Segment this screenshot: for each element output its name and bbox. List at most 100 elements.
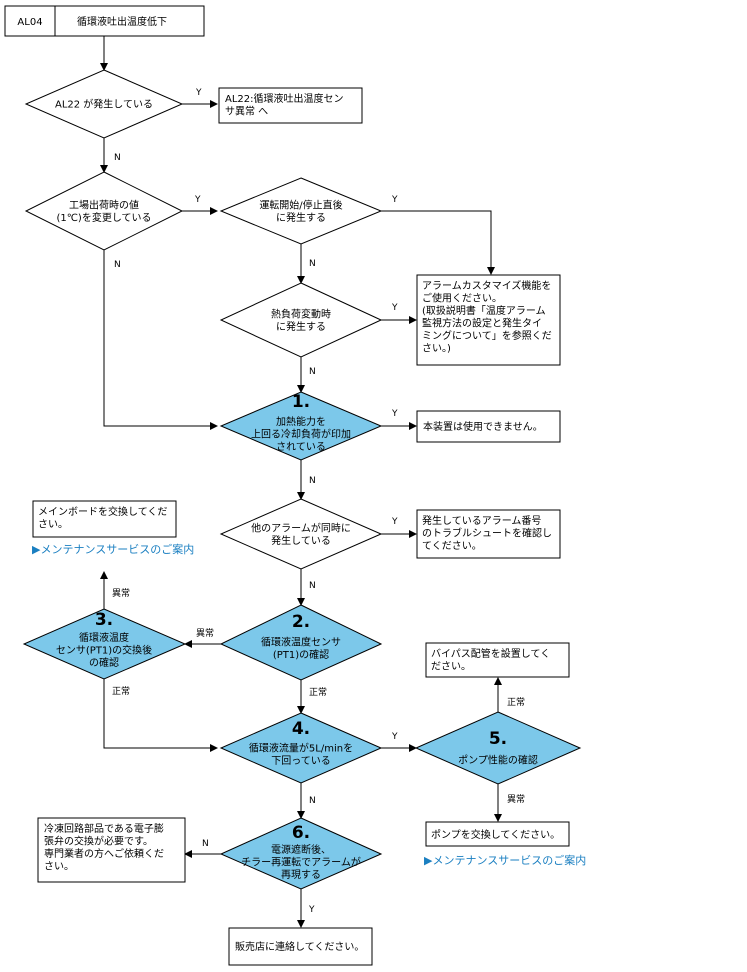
text-line: 循環液流量が5L/minを: [249, 741, 353, 754]
pump-replace-box: [425, 821, 570, 847]
alarm-title: 循環液吐出温度低下: [77, 15, 167, 28]
text-line: のトラブルシュートを確認し: [422, 527, 552, 540]
text-line: 本装置は使用できません。: [423, 420, 543, 433]
decision-al22-text: AL22 が発生している: [55, 98, 153, 111]
text-line: 冷凍回路部品である電子膨: [44, 822, 164, 835]
mainboard-box: [32, 500, 177, 538]
text-line: に発生する: [276, 211, 326, 224]
decision-factory-value: [24, 171, 184, 251]
text-line: てください。: [422, 540, 482, 552]
text-line: チラー再運転でアラームが: [241, 856, 361, 869]
custom-alarm-box: [416, 274, 561, 366]
connectors: [100, 36, 502, 928]
text-line: ご使用ください。: [422, 292, 502, 305]
label-abnormal-step2: 異常: [196, 627, 214, 639]
pump-replace-text: ポンプを交換してください。: [431, 828, 560, 841]
dealer-box: [228, 927, 373, 966]
text-line: 他のアラームが同時に: [251, 521, 351, 534]
text-line: さい。: [44, 861, 74, 873]
label-normal-step3: 正常: [112, 685, 130, 697]
step-2-diamond: [219, 604, 383, 681]
label-n-start: N: [309, 259, 316, 269]
label-n-al22: N: [114, 153, 121, 163]
dealer-text: 販売店に連絡してください。: [235, 940, 364, 953]
step-1-diamond: [219, 391, 383, 461]
text-line: 工場出荷時の値: [69, 198, 139, 211]
label-n-step6: N: [202, 839, 209, 849]
text-line: 再現する: [281, 869, 321, 881]
label-normal-step5: 正常: [507, 696, 525, 708]
label-abnormal-step5: 異常: [507, 793, 525, 805]
maintenance-service-link-2[interactable]: ▶メンテナンスサービスのご案内: [424, 853, 586, 867]
label-n-heat: N: [309, 367, 316, 377]
text-line: 上回る冷却負荷が印加: [251, 428, 351, 441]
cannot-use-text: 本装置は使用できません。: [423, 420, 543, 433]
step-1-number: 1.: [292, 392, 310, 412]
text-line: 監視方法の設定と発生タイ: [422, 317, 542, 330]
text-line: (1℃)を変更している: [56, 211, 151, 224]
label-y-al22: Y: [195, 88, 202, 98]
cannot-use-box: [416, 410, 561, 443]
text-line: (取扱説明書「温度アラーム: [422, 304, 546, 317]
decision-al22: [24, 69, 184, 139]
decision-start-stop: [219, 177, 383, 245]
text-line: さい。): [422, 343, 451, 355]
alarm-code: AL04: [17, 17, 42, 28]
text-line: の確認: [89, 656, 119, 669]
bypass-box: [425, 642, 570, 678]
step-4-number: 4.: [292, 719, 310, 739]
text-line: ださい。: [431, 661, 471, 673]
text-line: アラームカスタマイズ機能を: [422, 279, 551, 292]
text-line: メインボードを交換してくだ: [38, 505, 167, 518]
step-4-diamond: [219, 712, 383, 784]
label-n-step4: N: [309, 796, 316, 806]
label-normal-step2: 正常: [309, 686, 327, 698]
step-2-number: 2.: [292, 612, 310, 632]
decision-heat-load: [219, 282, 383, 358]
text-line: 加熱能力を: [276, 415, 326, 428]
label-n-other: N: [309, 581, 316, 591]
text-line: 専門業者の方へご依頼くだ: [44, 847, 164, 860]
step-2-text: 循環液温度センサ(PT1)の確認: [261, 635, 341, 661]
text-line: AL22:循環液吐出温度セン: [225, 92, 344, 105]
header: AL04 循環液吐出温度低下: [4, 5, 205, 37]
step-6-diamond: [219, 817, 383, 890]
label-n-step1: N: [309, 476, 316, 486]
custom-alarm-text: アラームカスタマイズ機能をご使用ください。(取扱説明書「温度アラーム監視方法の設…: [422, 279, 552, 355]
maintenance-service-link-1[interactable]: ▶メンテナンスサービスのご案内: [32, 542, 194, 556]
text-line: 販売店に連絡してください。: [235, 940, 364, 953]
text-line: に発生する: [276, 320, 326, 333]
text-line: バイパス配管を設置してく: [431, 647, 550, 660]
label-y-step6: Y: [308, 905, 315, 915]
other-alarm-box: [416, 509, 561, 559]
text-line: されている: [276, 441, 326, 453]
text-line: 下回っている: [271, 755, 331, 767]
label-y-step4: Y: [391, 732, 398, 742]
text-line: (PT1)の確認: [273, 648, 329, 661]
step-6-number: 6.: [292, 823, 310, 843]
step-5-diamond: [414, 711, 582, 785]
step-5-text: ポンプ性能の確認: [458, 754, 538, 767]
label-abnormal-step3: 異常: [112, 587, 130, 599]
text-line: ポンプを交換してください。: [431, 828, 560, 841]
text-line: センサ(PT1)の交換後: [56, 644, 152, 657]
decision-other-alarm: [219, 498, 383, 570]
step-5-number: 5.: [489, 729, 507, 749]
step-3-number: 3.: [95, 610, 113, 630]
label-y-step1: Y: [391, 409, 398, 419]
label-y-other: Y: [391, 517, 398, 527]
al22-sensor-box: [218, 87, 363, 124]
label-y-heat: Y: [391, 303, 398, 313]
decision-factory-value-text: 工場出荷時の値(1℃)を変更している: [56, 198, 151, 224]
